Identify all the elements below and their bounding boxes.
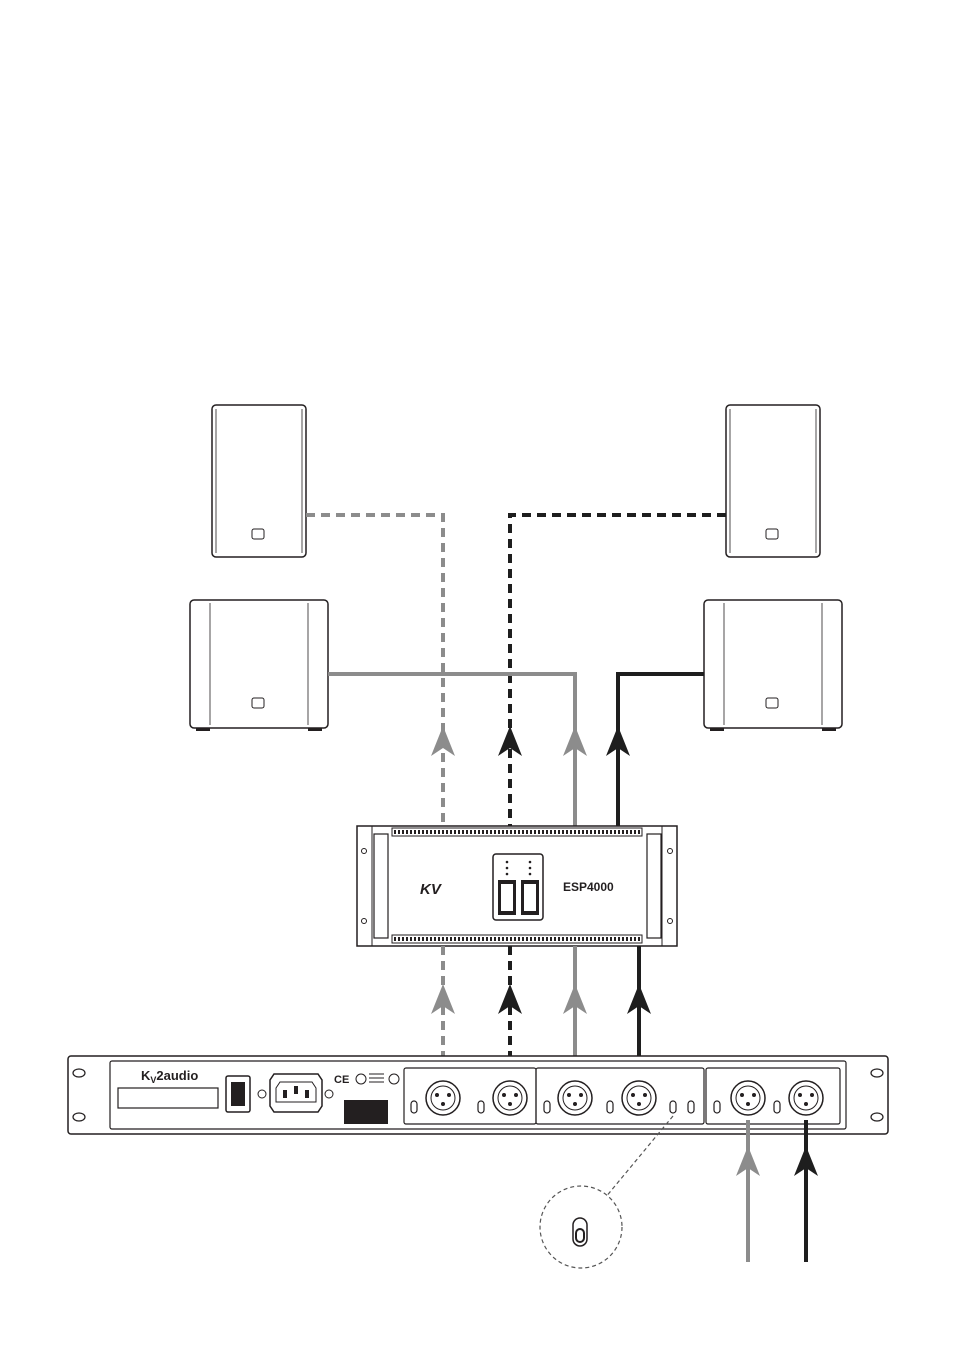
rack-black-label [344,1100,388,1124]
xlr-connector-icon [789,1081,823,1115]
amp-model: ESP4000 [563,880,614,894]
cable-black-solid-top [618,674,704,826]
rack-processor: KV2audio CE [68,1056,888,1134]
subwoofer-right [704,600,842,731]
subwoofer-left [190,600,328,731]
xlr-connector-icon [622,1081,656,1115]
cables-rack-to-amp [443,946,639,1073]
xlr-connector-icon [731,1081,765,1115]
arrow-up-icon [431,726,455,756]
cables-amp-to-speakers [306,515,726,826]
amp-logo: KV [420,881,443,898]
xlr-connector-icon [426,1081,460,1115]
xlr-connector-icon [558,1081,592,1115]
arrows-upper [431,726,630,756]
toggle-switch-callout [540,1116,673,1268]
speaker-top-left [212,405,306,557]
rack-brand: KV2audio [141,1068,198,1085]
cables-input [748,1120,806,1262]
amplifier-unit: KV ESP4000 [357,826,677,946]
speaker-top-right [726,405,820,557]
cert-marks: CE [334,1074,349,1086]
arrows-middle [431,984,651,1014]
xlr-connector-icon [493,1081,527,1115]
